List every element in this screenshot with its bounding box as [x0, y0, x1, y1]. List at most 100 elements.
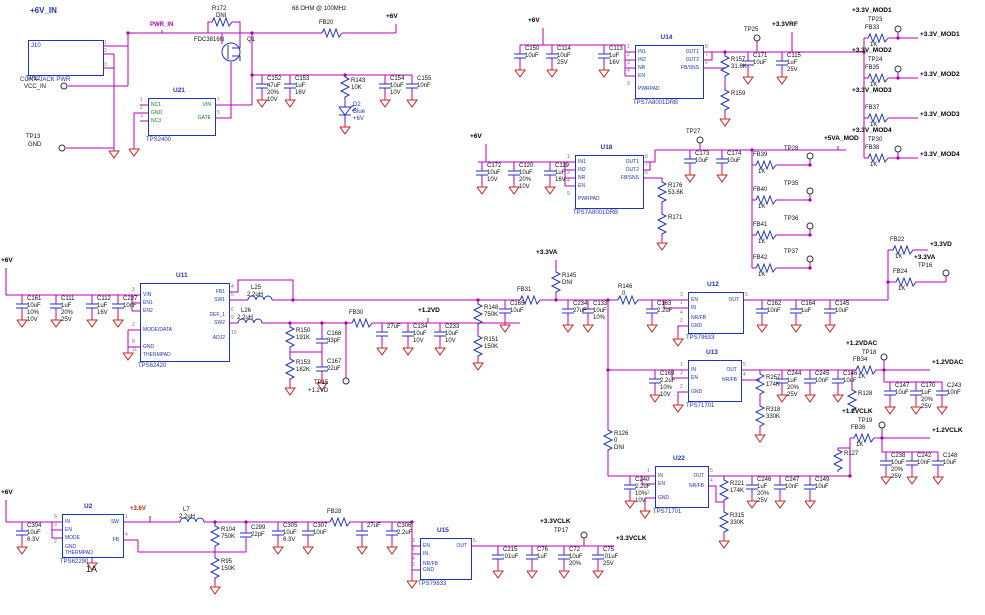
- ground-symbol: [790, 322, 802, 333]
- resistor-R257: [754, 372, 766, 396]
- ic-ref: U12: [707, 281, 719, 288]
- ic-pin-num: 5: [231, 292, 234, 298]
- net-label: +6V: [470, 133, 482, 140]
- net-label: +3.3V_MOD1: [920, 31, 960, 38]
- capacitor-ref: C75: [603, 547, 615, 553]
- net-label: +3.3VRF: [772, 21, 798, 28]
- capacitor-C145: [824, 300, 836, 322]
- ground-symbol: [936, 404, 948, 415]
- capacitor-value: 10uF: [27, 303, 41, 309]
- net-label: +6V: [1, 489, 13, 496]
- ic-pin-name: GND: [151, 110, 163, 116]
- ic-pin-num: 7: [132, 295, 135, 301]
- resistor-R104: [209, 524, 221, 548]
- ferrite-bead-FB33: [867, 32, 889, 44]
- inductor-ref: L7: [183, 507, 190, 513]
- ic-pin-num: 3: [54, 522, 57, 528]
- resistor-R315: [718, 510, 730, 534]
- inductor-value: 2.2uH: [179, 514, 196, 520]
- bead-value: 1K: [856, 442, 864, 448]
- capacitor-value: 6.3V: [283, 537, 296, 543]
- ground-symbol: [386, 544, 398, 555]
- ground-symbol: [562, 322, 574, 333]
- ic-pin-num: 5: [710, 468, 713, 474]
- test-point-TP30: [894, 145, 902, 153]
- resistor-value: 150K: [221, 566, 236, 572]
- capacitor-value: 1uF: [787, 378, 798, 384]
- ic-U2: [62, 514, 124, 558]
- connector-pin-number: 3: [104, 62, 107, 68]
- ground-symbol: [742, 74, 754, 85]
- capacitor-C152: [256, 75, 268, 97]
- resistor-ref: R157: [731, 57, 746, 63]
- resistor-ref: R127: [844, 451, 859, 457]
- capacitor-value: 10uF: [895, 390, 909, 396]
- capacitor-value: 10uF: [753, 60, 767, 66]
- capacitor-ref: C165: [510, 301, 525, 307]
- resistor-ref: R128: [858, 391, 873, 397]
- capacitor-value: 10nF: [917, 460, 931, 466]
- ground-symbol: [316, 380, 328, 391]
- capacitor-value: 10uF: [593, 308, 607, 314]
- capacitor-value: 10V: [487, 177, 498, 183]
- capacitor-C215: [492, 546, 504, 568]
- resistor-ref: R257: [766, 375, 781, 381]
- ground-symbol: [86, 317, 98, 328]
- ic-pin-num: 2: [680, 318, 683, 324]
- ic-pin-num: 2: [567, 162, 570, 168]
- ferrite-bead-FB41: [755, 229, 777, 241]
- net-label: +3.3V_MOD1: [852, 7, 892, 14]
- net-label: +1.2VD: [418, 307, 440, 314]
- capacitor-value: 10uF: [525, 53, 539, 59]
- resistor-R176: [656, 180, 668, 204]
- resistor-value: 0: [614, 438, 618, 444]
- capacitor-C246: [746, 476, 758, 498]
- ic-U13: [688, 360, 742, 402]
- capacitor-value: 25V: [603, 561, 614, 567]
- ground-symbol: [746, 498, 758, 509]
- bead-value: 1K: [870, 42, 878, 48]
- inductor-L26: [237, 318, 263, 324]
- capacitor-ref: C247: [785, 477, 800, 483]
- capacitor-C147: [884, 382, 896, 404]
- bead-value: 1K: [758, 272, 766, 278]
- ic-pin-name: VIN: [202, 102, 211, 108]
- ground-symbol: [546, 67, 558, 78]
- capacitor-value: 2.2uF: [657, 308, 673, 314]
- capacitor-ref: C161: [27, 296, 42, 302]
- capacitor-C111: [50, 295, 62, 317]
- ground-symbol: [108, 148, 120, 159]
- ferrite-bead-FB40: [755, 194, 777, 206]
- ground-symbol: [256, 97, 268, 108]
- resistor-ref: R146: [618, 284, 633, 290]
- capacitor-C72: [558, 546, 570, 568]
- resistor-ref: R221: [730, 481, 745, 487]
- ic-pin-num: 1: [140, 97, 143, 103]
- capacitor-value: 1uF: [537, 554, 548, 560]
- capacitor-ref: C168: [327, 331, 342, 337]
- capacitor-value: .01uF: [503, 554, 519, 560]
- bead-value: 1K: [758, 239, 766, 245]
- resistor-R127: [832, 448, 844, 472]
- ground-symbol: [526, 568, 538, 579]
- ic-pin-num: 4: [627, 68, 630, 74]
- test-point-TP13: [58, 144, 66, 152]
- capacitor-value: 16V: [97, 310, 108, 316]
- ground-symbol: [86, 560, 98, 571]
- resistor-value: 31.6K: [731, 64, 747, 70]
- capacitor-value: 10nF: [947, 390, 961, 396]
- test-point-label: TP23: [868, 17, 883, 23]
- capacitor-C134: [402, 323, 414, 345]
- ferrite-bead-FB31: [519, 294, 541, 306]
- ground-symbol: [558, 568, 570, 579]
- ic-pin-num: 5: [743, 362, 746, 368]
- capacitor-ref: C171: [753, 53, 768, 59]
- capacitor-ref: C120: [519, 163, 534, 169]
- capacitor-value: 20%: [787, 385, 800, 391]
- capacitor-value: 20%: [519, 177, 532, 183]
- capacitor-C161: [16, 295, 28, 317]
- capacitor-ref: C240: [635, 477, 650, 483]
- capacitor-C173: [684, 150, 696, 172]
- capacitor-C174: [716, 150, 728, 172]
